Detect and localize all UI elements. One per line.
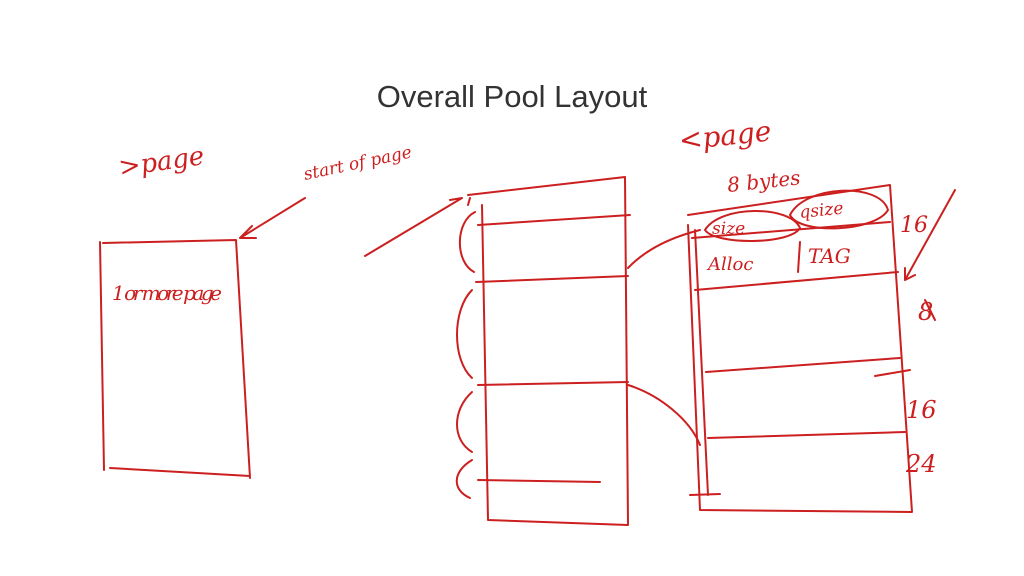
page-detail-outline <box>687 184 913 513</box>
header-row-divider <box>694 271 899 291</box>
annotation-1-or-more-pages: 1 or more page <box>112 281 222 305</box>
large-page-block-outline <box>99 239 251 479</box>
annotation-8-bytes: 8 bytes <box>726 165 801 197</box>
annotation-start-of-page: start of page <box>302 142 414 184</box>
offset-tick <box>874 369 911 377</box>
page-bracket <box>455 459 473 499</box>
block-divider <box>707 431 906 439</box>
pool-row-divider <box>477 479 601 483</box>
annotation-8: 8 <box>918 298 933 326</box>
annotation-gt-page: >page <box>117 141 206 183</box>
annotation-alloc: Alloc <box>706 254 753 275</box>
pool-connector <box>627 229 701 269</box>
qsize-circle <box>789 189 889 230</box>
pool-row-divider <box>477 381 629 386</box>
annotation-size: size <box>712 219 745 239</box>
pool-connector <box>627 384 701 446</box>
pool-row-divider <box>477 214 631 226</box>
block-divider <box>705 357 901 373</box>
annotation-16: 16 <box>906 396 937 424</box>
page-bracket <box>456 289 473 379</box>
annotation-lt-page: <page <box>677 114 773 156</box>
start-of-page-arrow <box>239 197 306 239</box>
annotation-24: 24 <box>905 450 937 478</box>
page-bracket <box>456 391 473 453</box>
header-row-divider <box>691 221 891 239</box>
annotation-tag: TAG <box>808 244 851 268</box>
page-bracket <box>458 211 476 273</box>
size-circle <box>704 210 801 242</box>
annotation-qsize: qsize <box>798 198 844 222</box>
annotation-16-top: 16 <box>900 213 928 238</box>
offset-tick <box>924 299 936 321</box>
tag-separator <box>797 241 801 273</box>
bracket-arrow <box>904 189 956 281</box>
slide-title: Overall Pool Layout <box>376 78 648 114</box>
pool-block-outline <box>467 176 629 526</box>
pool-row-divider <box>475 275 629 283</box>
pool-arrow <box>364 197 463 257</box>
